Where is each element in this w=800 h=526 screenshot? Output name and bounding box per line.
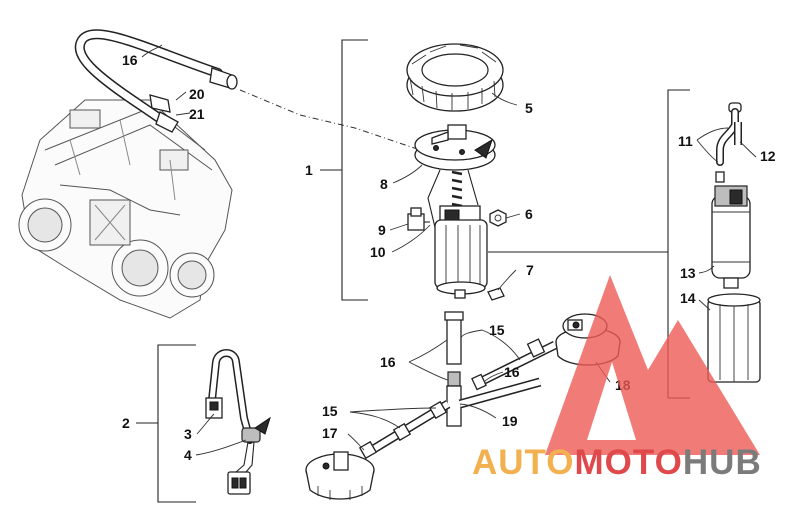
callout-15: 15 — [489, 322, 505, 338]
callout-16: 16 — [122, 52, 138, 68]
callout-7: 7 — [526, 262, 534, 278]
logo-moto: MOTO — [574, 443, 683, 482]
hose-route-dashed — [239, 89, 421, 151]
callout-8: 8 — [380, 176, 388, 192]
watermark-logo: AUTOMOTOHUB — [472, 443, 762, 483]
sensor-harness-3-4 — [205, 349, 271, 495]
callout-19: 19 — [502, 413, 518, 429]
callout-1: 1 — [305, 162, 313, 178]
bracket-2 — [136, 344, 196, 503]
fitting-9 — [407, 207, 430, 231]
callout-5: 5 — [525, 100, 533, 116]
watermark-triangle-icon — [545, 275, 760, 455]
logo-auto: AUTO — [472, 443, 575, 482]
fuel-hose-upper — [74, 29, 238, 133]
callout-3: 3 — [184, 426, 192, 442]
flow-arrow-icon — [254, 416, 271, 435]
regulator-17 — [305, 451, 375, 500]
pump-flange-8 — [414, 124, 496, 171]
callout-13: 13 — [680, 265, 696, 281]
small-hose-11-12 — [715, 102, 742, 183]
callout-14: 14 — [680, 290, 696, 306]
callout-20: 20 — [189, 86, 205, 102]
callout-10: 10 — [370, 244, 386, 260]
callout-16c: 16 — [504, 364, 520, 380]
engine-throttle-bodies — [18, 99, 233, 319]
pump-sleeve-14 — [707, 293, 761, 383]
callout-12: 12 — [760, 148, 776, 164]
flow-arrow-icon — [474, 138, 493, 159]
callout-9: 9 — [378, 222, 386, 238]
logo-hub: HUB — [682, 443, 762, 482]
callout-16b: 16 — [380, 354, 396, 370]
fuel-pump-13 — [711, 185, 751, 289]
clip-7 — [487, 287, 505, 301]
bracket-1 — [320, 39, 368, 301]
callout-15b: 15 — [322, 403, 338, 419]
callout-11: 11 — [678, 133, 693, 149]
callout-17: 17 — [322, 425, 338, 441]
callout-21: 21 — [189, 106, 205, 122]
sender-assembly-10 — [427, 169, 488, 299]
lower-fuel-lines — [358, 311, 557, 460]
callout-4: 4 — [184, 447, 192, 463]
nut-6 — [489, 209, 507, 227]
callout-2: 2 — [122, 415, 130, 431]
callout-6: 6 — [525, 206, 533, 222]
retaining-ring-5 — [406, 43, 504, 112]
